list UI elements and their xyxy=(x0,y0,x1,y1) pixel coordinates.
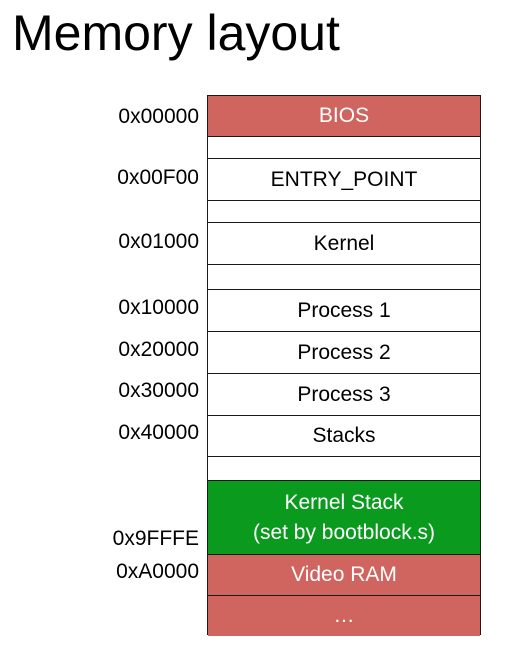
memory-block-ellipsis: … xyxy=(208,596,480,636)
page-title: Memory layout xyxy=(12,5,340,61)
memory-block-label: ENTRY_POINT xyxy=(270,167,418,191)
memory-block-gap xyxy=(208,201,480,223)
memory-block-kernel: Kernel xyxy=(208,223,480,265)
memory-block-process-2: Process 2 xyxy=(208,332,480,374)
address-label-process-1: 0x10000 xyxy=(118,296,199,319)
memory-block-label: BIOS xyxy=(318,104,370,127)
memory-map: BIOS ENTRY_POINT Kernel Process 1 Proces… xyxy=(207,95,481,636)
memory-block-label: Process 3 xyxy=(297,382,391,406)
memory-block-bios: BIOS xyxy=(208,96,480,137)
memory-block-stacks: Stacks xyxy=(208,416,480,457)
memory-block-process-3: Process 3 xyxy=(208,374,480,416)
memory-block-label: Process 1 xyxy=(297,298,391,322)
memory-block-sublabel: (set by bootblock.s) xyxy=(252,520,436,544)
memory-block-entry-point: ENTRY_POINT xyxy=(208,159,480,201)
address-label-stacks: 0x40000 xyxy=(118,421,199,444)
address-label-video-ram: 0xA0000 xyxy=(116,560,199,583)
memory-block-label: Video RAM xyxy=(291,563,397,586)
memory-block-label: Kernel xyxy=(313,231,375,255)
address-label-entry-point: 0x00F00 xyxy=(117,166,199,189)
memory-block-label: … xyxy=(333,604,355,627)
address-label-bios: 0x00000 xyxy=(118,105,199,128)
memory-block-process-1: Process 1 xyxy=(208,290,480,332)
memory-block-gap xyxy=(208,457,480,481)
address-label-kernel: 0x01000 xyxy=(118,230,199,253)
address-label-process-2: 0x20000 xyxy=(118,338,199,361)
memory-block-label: Stacks xyxy=(312,424,376,447)
memory-block-kernel-stack: Kernel Stack (set by bootblock.s) xyxy=(208,481,480,555)
memory-block-label: Kernel Stack xyxy=(284,490,404,514)
address-label-process-3: 0x30000 xyxy=(118,379,199,402)
memory-block-gap xyxy=(208,137,480,159)
address-label-kernel-stack-top: 0x9FFFE xyxy=(112,527,199,550)
memory-block-label: Process 2 xyxy=(297,340,391,364)
memory-block-video-ram: Video RAM xyxy=(208,555,480,596)
memory-block-gap xyxy=(208,265,480,290)
